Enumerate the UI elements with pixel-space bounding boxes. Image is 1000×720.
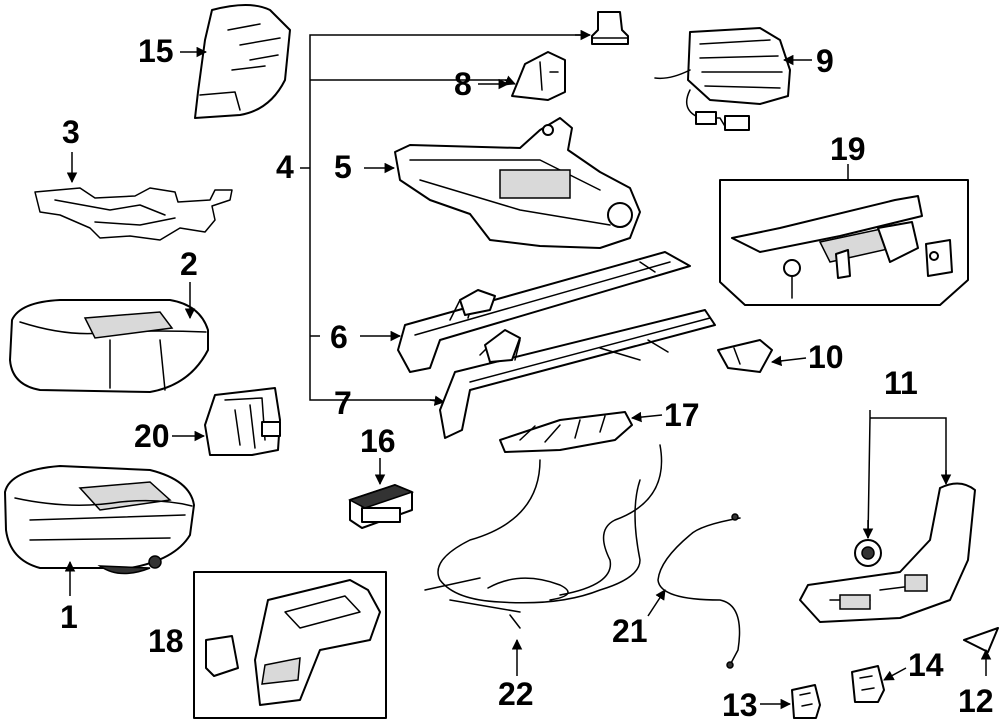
callout-12: 12: [958, 683, 994, 719]
part-4-nut[interactable]: [591, 11, 629, 45]
part-12-cap[interactable]: [963, 627, 999, 653]
callout-10: 10: [808, 339, 844, 375]
part-11-side-shield[interactable]: [799, 482, 976, 623]
part-18-trim-kit-box[interactable]: [193, 571, 387, 719]
callout-4: 4: [276, 149, 294, 185]
callout-22: 22: [498, 676, 534, 712]
callout-7: 7: [334, 385, 352, 421]
callout-13: 13: [722, 687, 758, 720]
part-7-seat-track[interactable]: [439, 309, 716, 439]
leader-10: [770, 355, 807, 367]
part-6-seat-track[interactable]: [397, 251, 691, 373]
callout-11: 11: [884, 365, 918, 401]
callout-16: 16: [360, 423, 396, 459]
callout-20: 20: [134, 418, 170, 454]
callout-8: 8: [454, 66, 472, 102]
part-21-cable[interactable]: [657, 513, 741, 669]
part-1-seat-cushion-assembly[interactable]: [4, 465, 195, 575]
part-14-clip[interactable]: [851, 665, 885, 703]
callout-6: 6: [330, 319, 348, 355]
part-9-adjuster-motor[interactable]: [654, 27, 791, 131]
part-20-bracket[interactable]: [204, 387, 281, 456]
callout-21: 21: [612, 613, 648, 649]
callout-17: 17: [664, 397, 700, 433]
part-2-seat-cushion-cover[interactable]: [9, 299, 209, 393]
part-13-clip[interactable]: [791, 684, 821, 719]
callout-2: 2: [180, 246, 198, 282]
callout-5: 5: [334, 149, 352, 185]
leader-11: [867, 410, 947, 539]
part-10-cover[interactable]: [717, 339, 773, 373]
leader-17: [630, 411, 663, 423]
part-5-seat-frame[interactable]: [394, 117, 641, 249]
part-17-lever[interactable]: [499, 411, 633, 453]
part-19-trim-kit-box[interactable]: [719, 179, 969, 306]
callout-14: 14: [908, 647, 944, 683]
part-22-cable-harness[interactable]: [424, 444, 663, 629]
callout-18: 18: [148, 623, 184, 659]
callout-15: 15: [138, 33, 174, 69]
callout-19: 19: [830, 131, 866, 167]
callout-3: 3: [62, 114, 80, 150]
part-8-bracket[interactable]: [511, 51, 566, 101]
part-3-seat-heater[interactable]: [34, 187, 233, 241]
callout-9: 9: [816, 43, 834, 79]
part-15-seat-side-trim[interactable]: [194, 4, 291, 119]
callout-1: 1: [60, 599, 78, 635]
part-16-switch[interactable]: [348, 484, 415, 529]
leader-14: [883, 667, 907, 681]
leader-21: [647, 589, 666, 617]
